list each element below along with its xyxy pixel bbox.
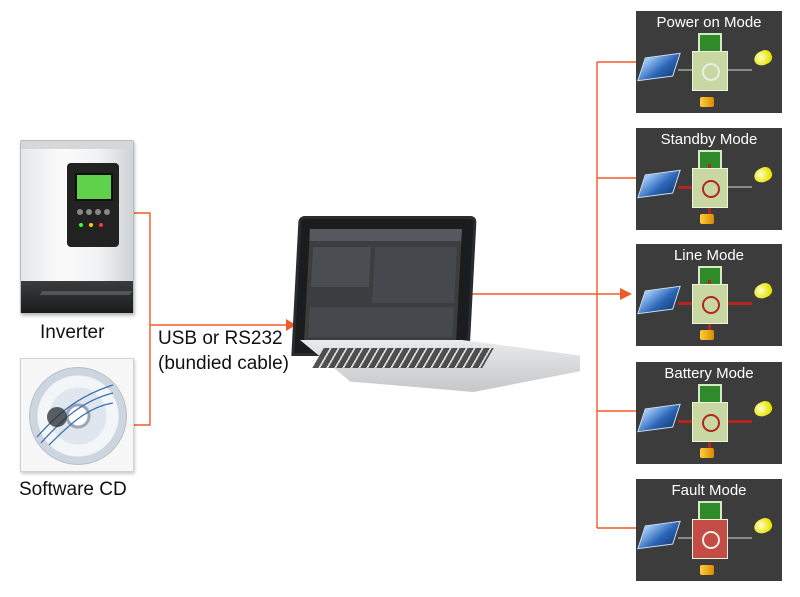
app-details-panel — [308, 307, 454, 337]
monitoring-software-display — [304, 229, 462, 341]
laptop-screen — [291, 216, 477, 356]
inverter-led — [89, 223, 93, 227]
inverter-led — [79, 223, 83, 227]
flow-line-active — [708, 440, 711, 448]
flow-line-active — [708, 280, 711, 286]
mode-panel-power-on: Power on Mode — [636, 11, 782, 113]
flow-line-active — [708, 206, 711, 214]
cd-artwork — [36, 384, 114, 446]
light-bulb-icon — [751, 47, 775, 69]
mode-panel-standby: Standby Mode — [636, 128, 782, 230]
mode-panel-fault: Fault Mode — [636, 479, 782, 581]
inverter-core-icon — [692, 51, 728, 91]
solar-panel-icon — [637, 403, 681, 433]
inverter-base — [21, 281, 133, 313]
solar-panel-icon — [637, 520, 681, 550]
flow-line-active — [708, 322, 711, 330]
mode-panel-battery: Battery Mode — [636, 362, 782, 464]
flow-line — [726, 186, 752, 188]
flow-line-active — [678, 302, 692, 305]
flow-line — [678, 537, 692, 539]
inverter-button — [86, 209, 92, 215]
mode-panel-line: Line Mode — [636, 244, 782, 346]
mode-title: Line Mode — [673, 247, 745, 264]
solar-panel-icon — [637, 52, 681, 82]
core-ring — [702, 63, 720, 81]
inverter-led — [99, 223, 103, 227]
battery-icon — [700, 448, 714, 458]
battery-icon — [700, 330, 714, 340]
inverter-core-icon — [692, 402, 728, 442]
grid-icon — [698, 501, 722, 521]
battery-icon — [700, 565, 714, 575]
light-bulb-icon — [751, 398, 775, 420]
inverter-button — [104, 209, 110, 215]
core-ring — [702, 531, 720, 549]
flow-line-active — [678, 186, 692, 189]
connection-label-line1: USB or RS232 — [158, 328, 283, 349]
mode-title: Standby Mode — [660, 131, 758, 148]
software-cd-caption: Software CD — [19, 479, 127, 500]
inverter-button — [77, 209, 83, 215]
inverter-lcd-screen — [75, 173, 113, 201]
grid-icon — [698, 384, 722, 404]
flow-line-active — [678, 420, 692, 423]
flow-line-active — [726, 302, 752, 305]
cd-connector — [132, 325, 151, 426]
battery-icon — [700, 214, 714, 224]
solar-panel-icon — [637, 285, 681, 315]
inverter-core-icon — [692, 168, 728, 208]
core-ring — [702, 180, 720, 198]
app-toolbar — [309, 229, 462, 241]
light-bulb-icon — [751, 515, 775, 537]
inverter-caption: Inverter — [40, 322, 105, 343]
light-bulb-icon — [751, 164, 775, 186]
laptop-keyboard — [312, 348, 494, 368]
solar-panel-icon — [637, 169, 681, 199]
mode-title: Battery Mode — [664, 365, 754, 382]
flow-line — [726, 69, 752, 71]
cd-disc — [29, 367, 127, 465]
inverter-control-panel — [67, 163, 119, 247]
grid-icon — [698, 33, 722, 53]
core-ring — [702, 414, 720, 432]
flow-line-active — [726, 420, 752, 423]
flow-line — [726, 537, 752, 539]
inverter-device — [20, 140, 134, 314]
flow-line — [678, 69, 692, 71]
app-status-panel — [310, 247, 372, 287]
inverter-base-stripe — [39, 291, 133, 295]
connection-label-line2: (bundied cable) — [158, 353, 289, 374]
inverter-connector — [132, 212, 151, 325]
inverter-button — [95, 209, 101, 215]
to-modes-arrowhead — [620, 288, 632, 300]
inverter-core-icon — [692, 284, 728, 324]
mode-title: Fault Mode — [671, 482, 747, 499]
core-ring — [702, 296, 720, 314]
light-bulb-icon — [751, 280, 775, 302]
flow-line-active — [708, 164, 711, 170]
app-values-panel — [372, 247, 458, 303]
inverter-top — [21, 141, 133, 149]
inverter-core-icon — [692, 519, 728, 559]
mode-title: Power on Mode — [656, 14, 762, 31]
software-cd — [20, 358, 134, 472]
to-laptop-arrowhead — [286, 319, 296, 331]
battery-icon — [700, 97, 714, 107]
